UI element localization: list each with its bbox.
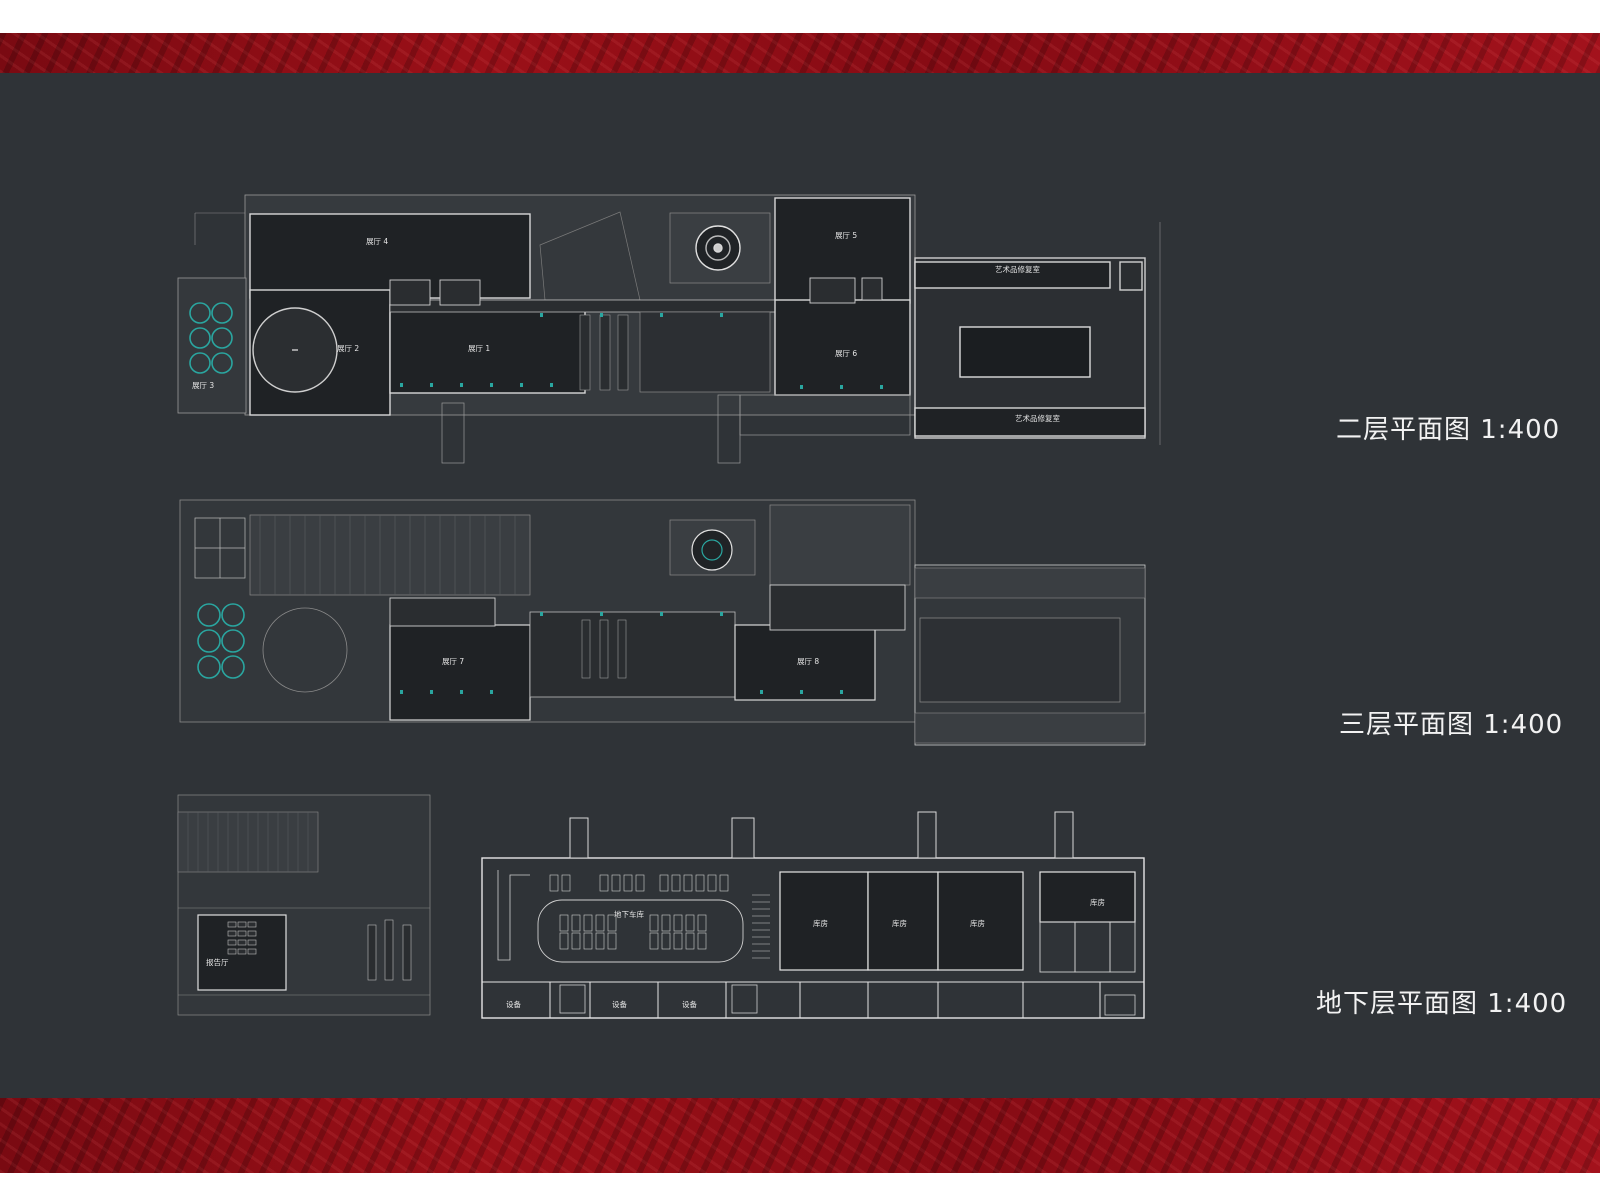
second-floor-plan: [177, 194, 1161, 464]
third-floor-plan-title: 三层平面图 1:400: [1339, 710, 1564, 740]
label-storage-1: 库房: [813, 918, 828, 928]
label-storage-3: 库房: [970, 918, 985, 928]
label-hall-8: 展厅 8: [797, 657, 819, 666]
top-decorative-band: [0, 33, 1600, 73]
room-labels: 展厅 4 展厅 5 展厅 2 展厅 1 展厅 6 展厅 3 艺术品修复室 艺术品…: [192, 231, 1105, 1009]
basement-plan: [481, 811, 1145, 1019]
label-art-restoration-2: 艺术品修复室: [1015, 413, 1060, 423]
third-floor-plan: [179, 499, 1146, 746]
label-equipment-2: 设备: [612, 999, 627, 1009]
second-floor-plan-title: 二层平面图 1:400: [1336, 415, 1561, 445]
basement-fragment-plan: [177, 794, 431, 1016]
basement-plan-title: 地下层平面图 1:400: [1316, 989, 1568, 1019]
bottom-decorative-band: [0, 1098, 1600, 1173]
label-hall-3: 展厅 3: [192, 381, 214, 390]
label-hall-1: 展厅 1: [468, 344, 490, 353]
label-parking: 地下车库: [614, 909, 644, 919]
label-hall-7: 展厅 7: [442, 657, 464, 666]
label-lecture-hall: 报告厅: [206, 957, 229, 967]
label-hall-2: 展厅 2: [337, 344, 359, 353]
label-storage-2: 库房: [892, 918, 907, 928]
label-art-restoration-1: 艺术品修复室: [995, 264, 1040, 274]
label-storage-4: 库房: [1090, 897, 1105, 907]
label-equipment-3: 设备: [682, 999, 697, 1009]
label-equipment-1: 设备: [506, 999, 521, 1009]
label-hall-4: 展厅 4: [366, 237, 388, 246]
label-hall-5: 展厅 5: [835, 231, 857, 240]
label-hall-6: 展厅 6: [835, 349, 857, 358]
